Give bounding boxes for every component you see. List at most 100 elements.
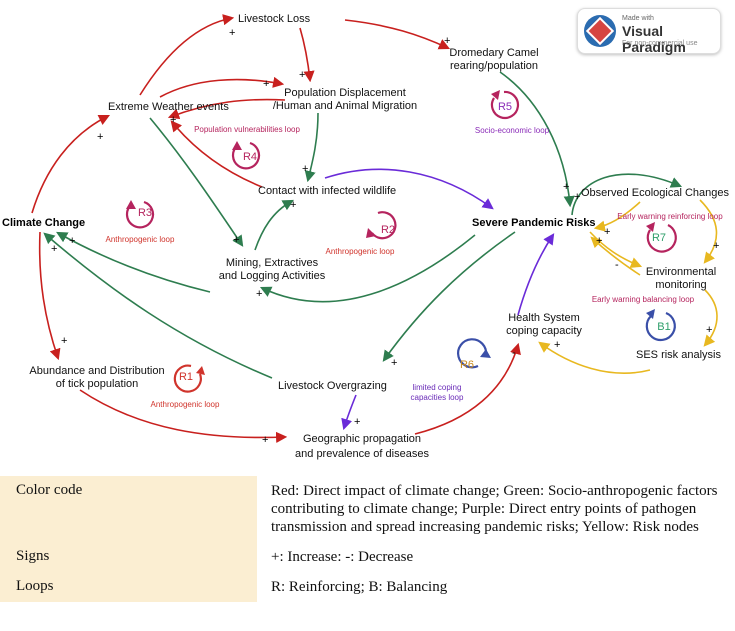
node-contact-wildlife: Contact with infected wildlife	[258, 185, 396, 197]
arrow-mining-to-contact	[254, 199, 294, 251]
node-mining-extractives: Mining, Extractives	[226, 257, 319, 269]
arrows-yellow	[538, 199, 718, 374]
visual-paradigm-watermark: Made with Visual Paradigm For non-commer…	[577, 8, 721, 55]
loop-label: Population vulnerabilities loop	[194, 125, 300, 134]
legend-value: Red: Direct impact of climate change; Gr…	[257, 476, 735, 542]
arrow-livestockloss-to-dromedary	[344, 19, 451, 50]
arrow-ses-to-health	[538, 341, 651, 374]
sign-plus: +	[262, 434, 268, 446]
loop-label: Socio-economic loop	[475, 126, 550, 135]
arrow-abundance-to-geographic	[79, 389, 288, 443]
loop-label: limited coping	[413, 383, 462, 392]
polarity-signs: + + + + + + + + + + + + + + + + - + + + …	[51, 27, 719, 446]
sign-plus: +	[574, 191, 580, 203]
arrow-health-to-pandemic	[517, 233, 555, 316]
node-geographic-propagation-line2: and prevalence of diseases	[295, 448, 429, 460]
arrow-observed-to-pandemic	[593, 201, 641, 232]
loop-r5: R5 Socio-economic loop	[475, 90, 550, 135]
sign-plus: +	[391, 357, 397, 369]
sign-plus: +	[554, 339, 560, 351]
sign-plus: +	[444, 35, 450, 47]
arrows-purple	[324, 168, 555, 431]
arrow-observed-to-monitoring	[699, 199, 718, 264]
loop-label: Anthropogenic loop	[106, 235, 175, 244]
loop-r1: R1 Anthropogenic loop	[151, 364, 220, 409]
loop-r7: R7 Early warning reinforcing loop	[617, 212, 723, 253]
node-extreme-weather: Extreme Weather events	[108, 101, 229, 113]
loop-label: Early warning balancing loop	[592, 295, 695, 304]
sign-plus: +	[229, 27, 235, 39]
loop-arrow-icon	[231, 141, 261, 170]
sign-plus: +	[97, 131, 103, 143]
loop-id: B1	[657, 321, 670, 333]
node-population-displacement: Population Displacement	[284, 87, 406, 99]
loop-label: Anthropogenic loop	[151, 400, 220, 409]
loop-arrow-icon	[646, 224, 677, 253]
sign-plus: +	[706, 324, 712, 336]
legend-value: +: Increase: -: Decrease	[257, 542, 735, 572]
legend-row: Color code Red: Direct impact of climate…	[0, 476, 735, 542]
arrow-climate-to-abundance	[38, 231, 61, 361]
node-health-system: Health System	[508, 312, 580, 324]
sign-plus: +	[563, 181, 569, 193]
sign-plus: +	[69, 235, 75, 247]
arrow-pandemic-to-monitoring	[589, 231, 643, 268]
sign-plus: +	[604, 226, 610, 238]
node-abundance-tick: Abundance and Distribution	[29, 365, 164, 377]
arrow-dromedary-to-pandemic	[499, 71, 575, 208]
loop-arrow-icon	[457, 338, 488, 369]
legend-value: R: Reinforcing; B: Balancing	[257, 572, 735, 602]
sign-plus: +	[233, 234, 239, 246]
arrow-climate-to-extreme	[31, 114, 111, 214]
legend-row: Signs +: Increase: -: Decrease	[0, 542, 735, 572]
watermark-made-with: Made with	[622, 15, 654, 22]
arrows-red	[31, 14, 521, 443]
arrow-pandemic-to-mining	[259, 234, 476, 303]
node-livestock-loss: Livestock Loss	[238, 13, 311, 25]
loop-id: R1	[179, 371, 193, 383]
node-dromedary-camel-line2: rearing/population	[450, 60, 538, 72]
arrow-livestockloss-to-displacement	[299, 27, 315, 83]
sign-plus: +	[256, 288, 262, 300]
sign-plus: +	[170, 114, 176, 126]
arrow-geographic-to-health	[414, 342, 521, 435]
arrow-overgrazing-to-geographic	[341, 394, 357, 431]
node-ses-risk-analysis: SES risk analysis	[636, 349, 721, 361]
legend-key: Loops	[0, 572, 257, 602]
arrow-extreme-to-livestockloss	[139, 14, 235, 96]
arrow-monitoring-to-ses	[703, 289, 718, 347]
loop-id: R2	[381, 224, 395, 236]
node-abundance-tick-line2: of tick population	[56, 378, 139, 390]
sign-plus: +	[299, 69, 305, 81]
node-environmental-monitoring: Environmental	[646, 266, 716, 278]
arrow-mining-to-climate	[56, 231, 211, 293]
node-dromedary-camel: Dromedary Camel	[449, 47, 538, 59]
loop-r6: R6 limited coping capacities loop	[411, 338, 491, 402]
loop-id: R6	[460, 359, 474, 371]
sign-plus: +	[290, 199, 296, 211]
sign-plus: +	[61, 335, 67, 347]
sign-minus: -	[512, 347, 516, 359]
sign-plus: +	[713, 240, 719, 252]
loop-arrow-icon	[645, 311, 676, 342]
loop-id: R5	[498, 101, 512, 113]
arrow-extreme-to-mining	[149, 117, 244, 247]
watermark-note: For non-commercial use	[622, 40, 698, 47]
loop-label: Early warning reinforcing loop	[617, 212, 723, 221]
loop-r3: R3 Anthropogenic loop	[106, 200, 175, 244]
arrow-overgrazing-to-climate	[43, 232, 273, 379]
node-environmental-monitoring-line2: monitoring	[655, 279, 706, 291]
loop-arrow-icon	[490, 90, 520, 120]
node-severe-pandemic-risks: Severe Pandemic Risks	[472, 217, 596, 229]
sign-minus: -	[615, 259, 619, 271]
sign-plus: +	[302, 163, 308, 175]
arrow-displacement-to-extreme	[167, 98, 286, 120]
loop-arrow-icon	[371, 211, 397, 240]
legend-table: Color code Red: Direct impact of climate…	[0, 476, 735, 602]
loop-b1: B1 Early warning balancing loop	[592, 295, 695, 342]
loop-id: R7	[652, 232, 666, 244]
loop-r4: R4 Population vulnerabilities loop	[194, 125, 300, 170]
node-climate-change: Climate Change	[2, 217, 85, 229]
legend-row: Loops R: Reinforcing; B: Balancing	[0, 572, 735, 602]
arrow-monitoring-to-pandemic	[590, 236, 641, 276]
